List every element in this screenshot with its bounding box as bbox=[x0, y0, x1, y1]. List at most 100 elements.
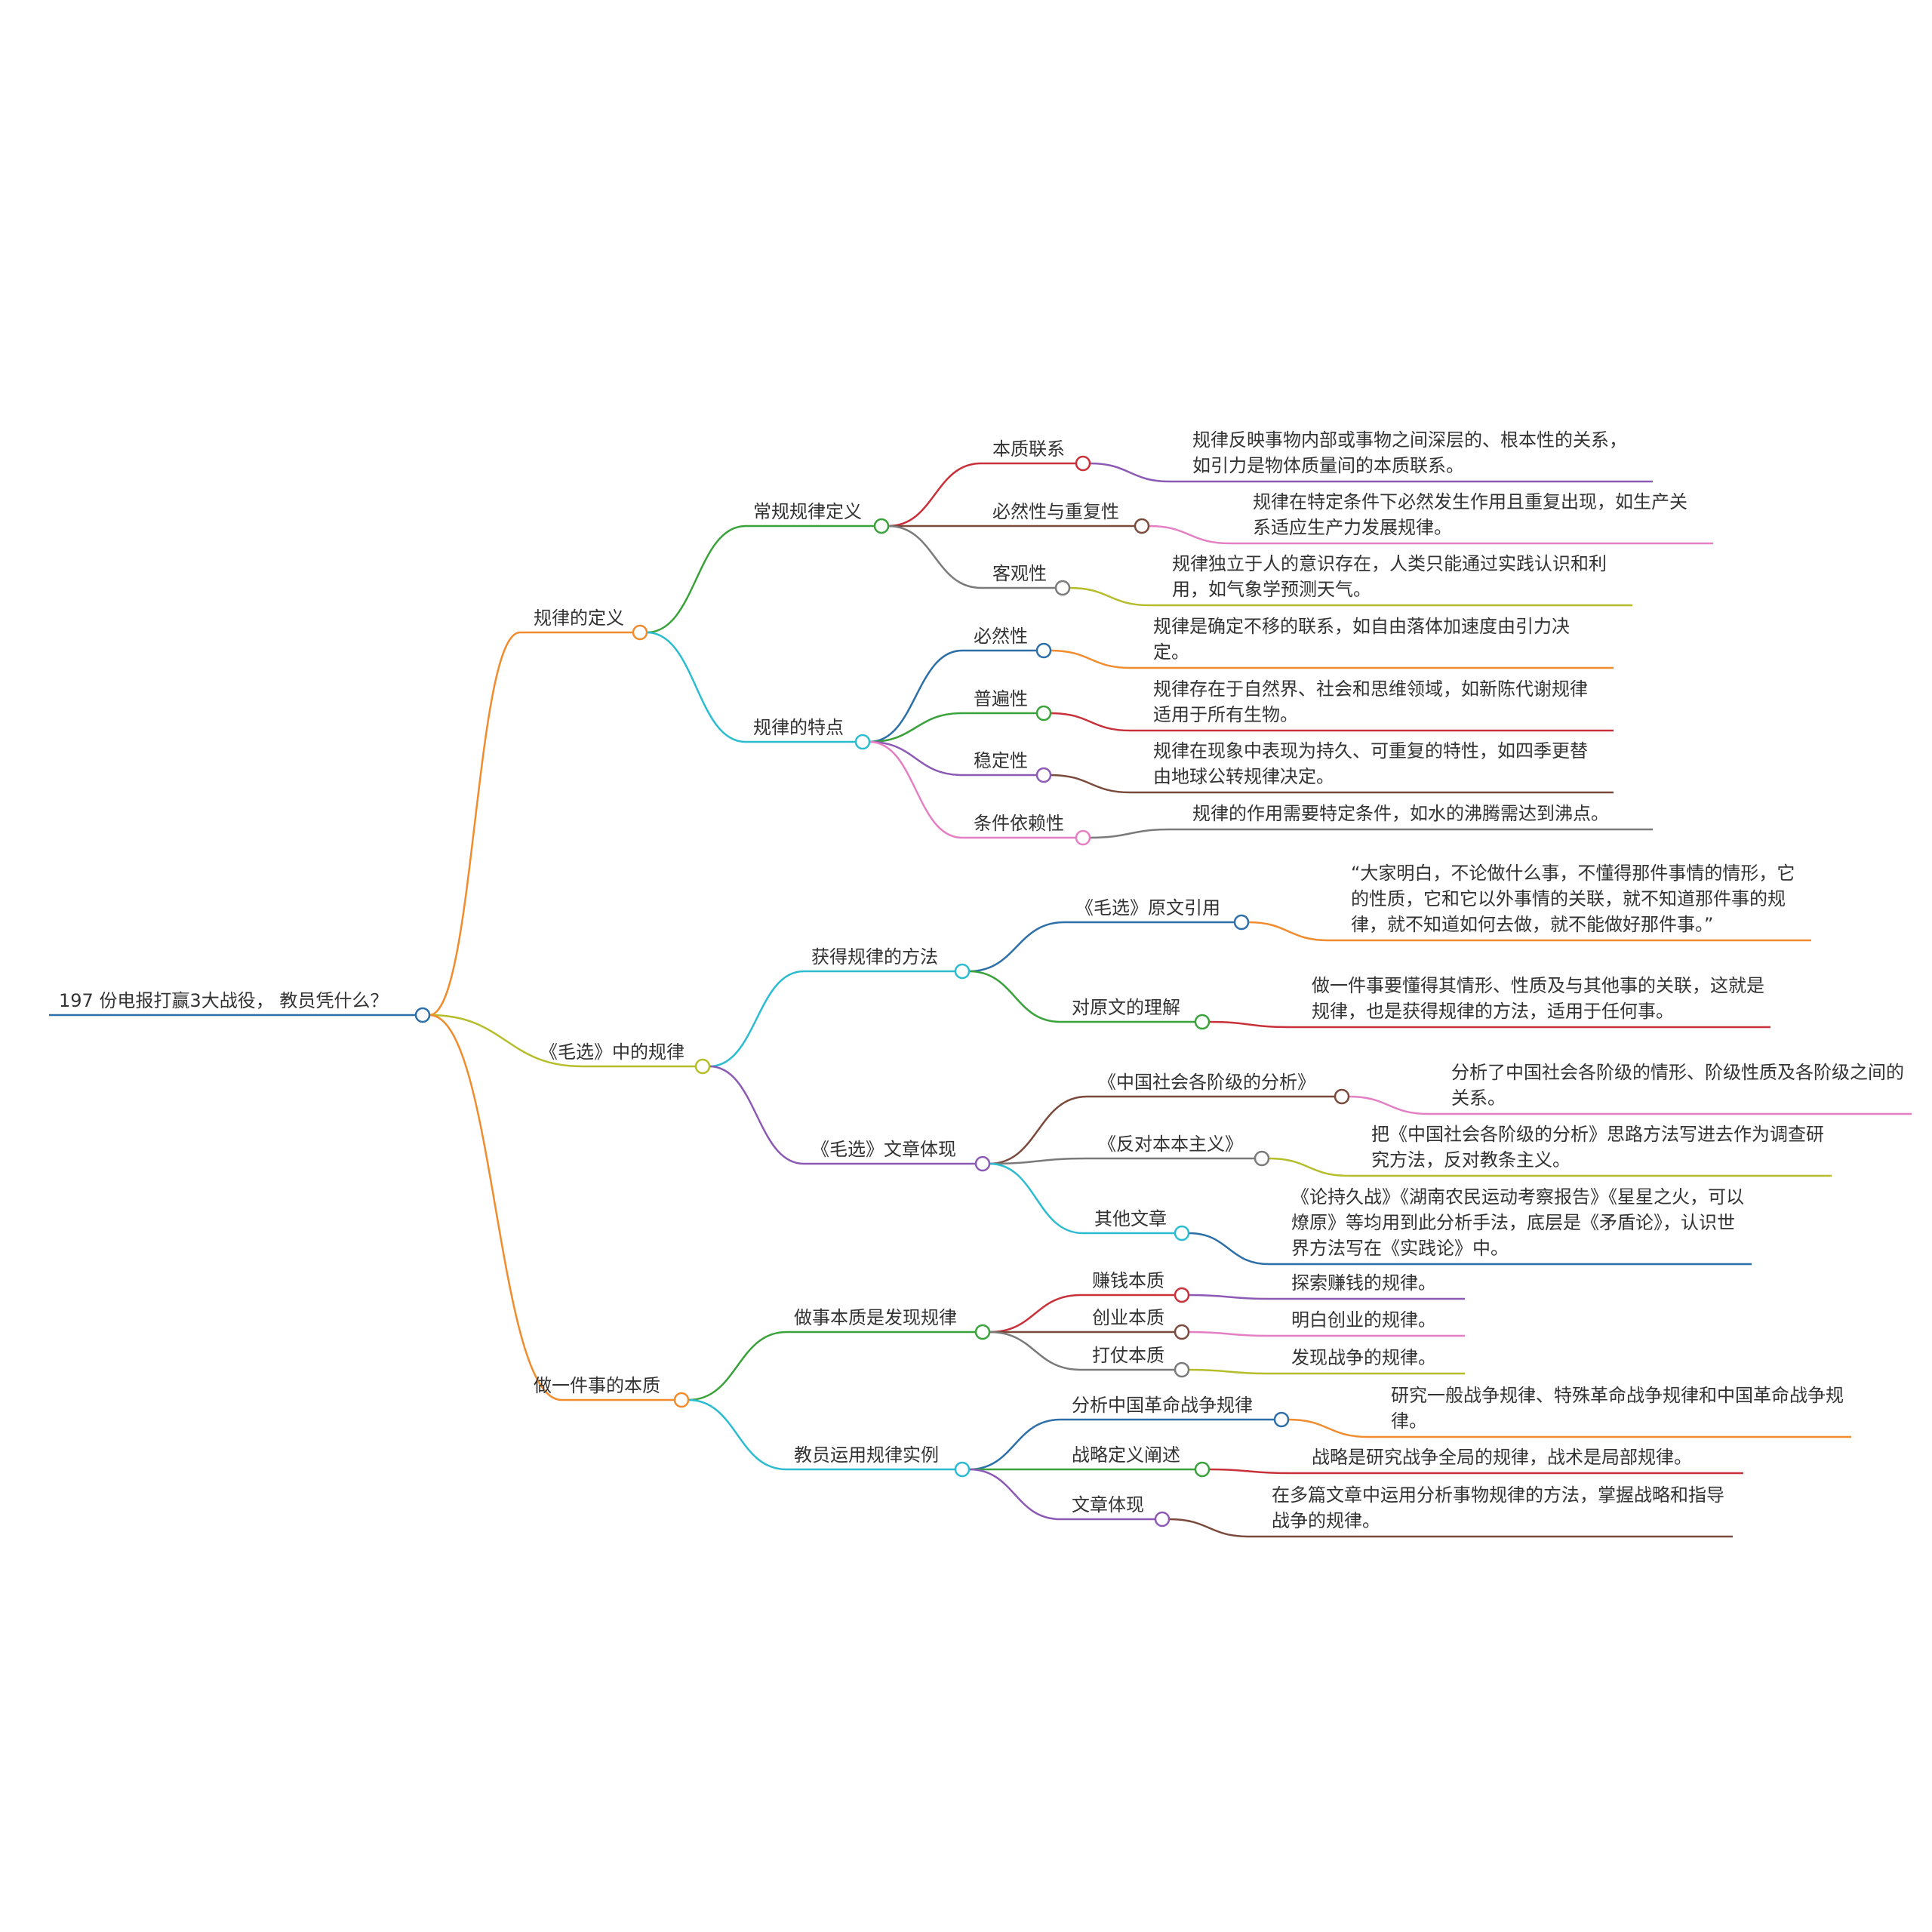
edge-topic-0-0-0-to-leaf bbox=[1089, 462, 1171, 483]
leaf-0-0-1-text: 规律在特定条件下必然发生作用且重复出现，如生产关系适应生产力发展规律。 bbox=[1253, 491, 1687, 538]
edge-branch-1-to-sub-0 bbox=[709, 970, 804, 1068]
edge-topic-2-1-2-to-leaf bbox=[1168, 1518, 1250, 1538]
topic-0-1-2-label: 稳定性 bbox=[974, 750, 1028, 771]
topic-2-1-1-node[interactable] bbox=[1194, 1461, 1211, 1478]
edge-topic-2-1-0-to-leaf bbox=[1287, 1418, 1369, 1438]
mindmap-nodes bbox=[414, 455, 1350, 1527]
edge-sub-1-1-to-topic-0 bbox=[989, 1095, 1088, 1165]
leaf-2-0-0-text: 探索赚钱的规律。 bbox=[1291, 1272, 1436, 1294]
topic-2-0-2-node[interactable] bbox=[1174, 1361, 1190, 1378]
topic-0-1-0-node[interactable] bbox=[1035, 642, 1052, 659]
edge-root-to-branch-1 bbox=[429, 1014, 583, 1068]
edge-sub-1-0-to-topic-1 bbox=[968, 970, 1061, 1023]
topic-1-0-1-label: 对原文的理解 bbox=[1072, 997, 1180, 1018]
topic-0-1-0-label: 必然性 bbox=[974, 626, 1028, 647]
leaf-1-0-0-text: “大家明白，不论做什么事，不懂得那件事情的情形，它的性质，它和它以外事情的关联，… bbox=[1351, 863, 1795, 935]
edge-sub-2-0-to-topic-2 bbox=[989, 1331, 1081, 1371]
edge-topic-0-1-2-to-leaf bbox=[1050, 774, 1131, 794]
edge-sub-2-1-to-topic-0 bbox=[968, 1418, 1061, 1471]
topic-2-0-2-label: 打仗本质 bbox=[1092, 1345, 1164, 1366]
topic-2-1-0-label: 分析中国革命战争规律 bbox=[1072, 1395, 1253, 1416]
branch-1-node[interactable] bbox=[694, 1058, 711, 1075]
topic-2-1-0-node[interactable] bbox=[1273, 1411, 1290, 1428]
edge-topic-1-1-2-to-leaf bbox=[1188, 1232, 1269, 1266]
edge-sub-1-1-to-topic-2 bbox=[989, 1162, 1084, 1235]
edge-topic-2-0-0-to-leaf bbox=[1188, 1294, 1269, 1300]
topic-0-0-1-node[interactable] bbox=[1134, 518, 1150, 534]
edge-topic-0-1-0-to-leaf bbox=[1050, 649, 1131, 669]
topic-0-1-3-label: 条件依赖性 bbox=[974, 813, 1064, 834]
mindmap-edges bbox=[429, 462, 1429, 1538]
topic-0-1-3-node[interactable] bbox=[1075, 829, 1091, 846]
edge-branch-0-to-sub-1 bbox=[646, 631, 746, 743]
branch-0-node[interactable] bbox=[632, 624, 648, 641]
edge-topic-0-0-2-to-leaf bbox=[1069, 586, 1150, 607]
edge-topic-0-1-1-to-leaf bbox=[1050, 712, 1131, 732]
leaf-1-1-0-text: 分析了中国社会各阶级的情形、阶级性质及各阶级之间的关系。 bbox=[1451, 1062, 1904, 1109]
leaf-1-0-1-text: 做一件事要懂得其情形、性质及与其他事的关联，这就是规律，也是获得规律的方法，适用… bbox=[1312, 975, 1764, 1022]
topic-1-0-1-node[interactable] bbox=[1194, 1014, 1211, 1030]
topic-1-1-0-label: 《中国社会各阶级的分析》 bbox=[1098, 1072, 1315, 1093]
sub-2-1-label: 教员运用规律实例 bbox=[794, 1444, 939, 1466]
branch-2-label: 做一件事的本质 bbox=[534, 1375, 660, 1396]
edge-topic-1-0-1-to-leaf bbox=[1208, 1020, 1290, 1029]
sub-1-0-node[interactable] bbox=[954, 963, 971, 980]
edge-branch-2-to-sub-1 bbox=[688, 1398, 787, 1471]
edge-branch-2-to-sub-0 bbox=[688, 1331, 787, 1401]
edge-topic-2-1-1-to-leaf bbox=[1208, 1468, 1290, 1475]
edge-branch-1-to-sub-1 bbox=[709, 1065, 804, 1165]
edge-sub-2-0-to-topic-0 bbox=[989, 1294, 1081, 1334]
branch-0-label: 规律的定义 bbox=[534, 608, 624, 629]
sub-2-0-label: 做事本质是发现规律 bbox=[794, 1307, 957, 1328]
topic-2-0-0-label: 赚钱本质 bbox=[1092, 1270, 1164, 1291]
topic-2-1-2-label: 文章体现 bbox=[1072, 1494, 1144, 1515]
edge-topic-1-1-1-to-leaf bbox=[1268, 1157, 1349, 1177]
topic-2-0-1-node[interactable] bbox=[1174, 1324, 1190, 1340]
sub-0-0-node[interactable] bbox=[873, 518, 890, 534]
topic-0-0-0-label: 本质联系 bbox=[992, 438, 1065, 460]
leaf-1-1-2-text: 《论持久战》《湖南农民运动考察报告》《星星之火，可以燎原》等均用到此分析手法，底… bbox=[1291, 1186, 1744, 1259]
leaf-2-1-2-text: 在多篇文章中运用分析事物规律的方法，掌握战略和指导战争的规律。 bbox=[1272, 1484, 1724, 1531]
branch-2-node[interactable] bbox=[673, 1392, 690, 1408]
topic-1-1-1-node[interactable] bbox=[1254, 1150, 1270, 1167]
leaf-2-1-1-text: 战略是研究战争全局的规律，战术是局部规律。 bbox=[1312, 1447, 1692, 1468]
topic-0-0-1-label: 必然性与重复性 bbox=[992, 501, 1119, 522]
edge-topic-0-0-1-to-leaf bbox=[1148, 525, 1231, 545]
edge-sub-1-0-to-topic-0 bbox=[968, 921, 1065, 973]
root-node[interactable] bbox=[414, 1007, 431, 1023]
sub-0-1-node[interactable] bbox=[854, 734, 871, 750]
topic-1-0-0-node[interactable] bbox=[1233, 914, 1250, 931]
sub-1-0-label: 获得规律的方法 bbox=[811, 946, 938, 968]
branch-1-label: 《毛选》中的规律 bbox=[540, 1041, 685, 1063]
leaf-0-1-3-text: 规律的作用需要特定条件，如水的沸腾需达到沸点。 bbox=[1192, 803, 1609, 824]
mindmap-underlines bbox=[49, 462, 1912, 1538]
sub-1-1-node[interactable] bbox=[974, 1155, 991, 1172]
leaf-0-1-2-text: 规律在现象中表现为持久、可重复的特性，如四季更替由地球公转规律决定。 bbox=[1153, 740, 1588, 787]
topic-1-1-1-label: 《反对本本主义》 bbox=[1098, 1134, 1243, 1155]
topic-1-1-2-node[interactable] bbox=[1174, 1225, 1190, 1241]
edge-sub-0-1-to-topic-2 bbox=[869, 740, 963, 777]
edge-root-to-branch-0 bbox=[429, 631, 521, 1017]
leaf-2-0-2-text: 发现战争的规律。 bbox=[1291, 1347, 1436, 1368]
edge-sub-1-1-to-topic-1 bbox=[989, 1157, 1088, 1165]
topic-1-1-2-label: 其他文章 bbox=[1094, 1208, 1167, 1229]
sub-2-0-node[interactable] bbox=[974, 1324, 991, 1340]
leaf-0-1-1-text: 规律存在于自然界、社会和思维领域，如新陈代谢规律适用于所有生物。 bbox=[1153, 678, 1588, 725]
edge-sub-0-1-to-topic-3 bbox=[869, 740, 963, 839]
edge-topic-2-0-1-to-leaf bbox=[1188, 1331, 1269, 1337]
topic-2-0-0-node[interactable] bbox=[1174, 1287, 1190, 1303]
topic-0-1-1-node[interactable] bbox=[1035, 705, 1052, 721]
topic-2-1-2-node[interactable] bbox=[1154, 1511, 1171, 1527]
edge-sub-0-1-to-topic-0 bbox=[869, 649, 963, 743]
topic-2-0-1-label: 创业本质 bbox=[1092, 1307, 1164, 1328]
leaf-0-1-0-text: 规律是确定不移的联系，如自由落体加速度由引力决定。 bbox=[1153, 616, 1570, 663]
topic-0-0-2-label: 客观性 bbox=[992, 563, 1047, 584]
root-title: 197 份电报打赢3大战役， 教员凭什么？ bbox=[59, 990, 389, 1011]
topic-0-1-2-node[interactable] bbox=[1035, 767, 1052, 783]
sub-2-1-node[interactable] bbox=[954, 1461, 971, 1478]
topic-0-0-2-node[interactable] bbox=[1054, 580, 1071, 596]
topic-0-0-0-node[interactable] bbox=[1075, 455, 1091, 472]
topic-1-1-0-node[interactable] bbox=[1334, 1088, 1350, 1105]
edge-sub-0-1-to-topic-1 bbox=[869, 712, 963, 743]
